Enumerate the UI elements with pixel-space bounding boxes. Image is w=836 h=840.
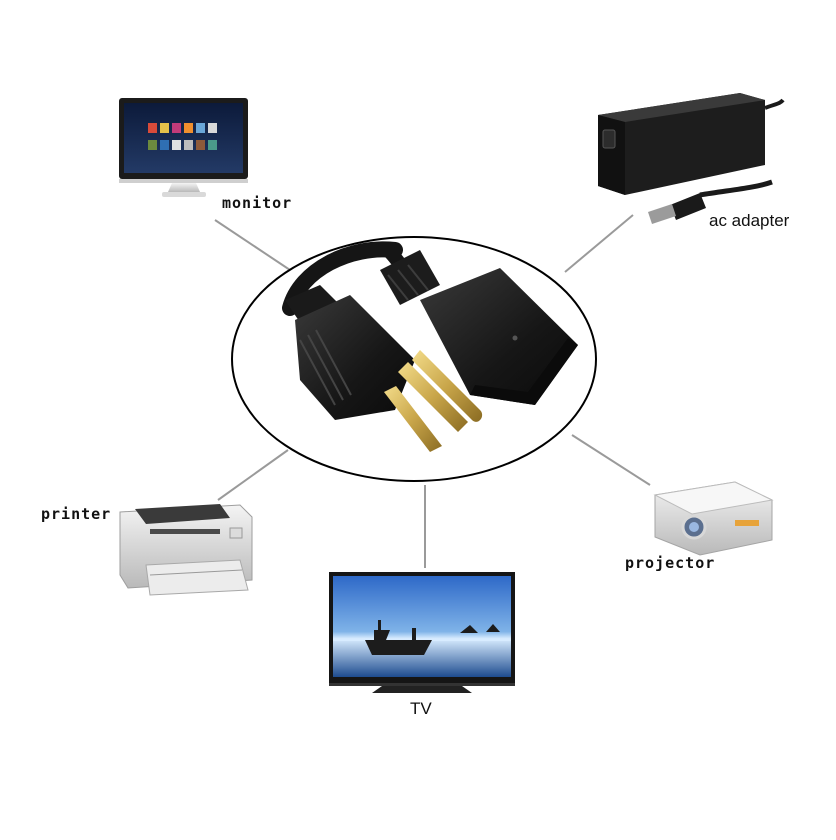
tv-icon (329, 572, 515, 693)
connector-line-printer (217, 449, 289, 501)
connector-lines (214, 214, 651, 568)
connector-line-adapter (564, 214, 634, 273)
printer-label: printer (41, 505, 112, 523)
connector-line-projector (571, 434, 651, 486)
monitor-icon (119, 98, 248, 197)
projector-label: projector (625, 554, 716, 572)
connector-line-monitor (214, 219, 291, 271)
printer-icon (119, 504, 253, 596)
ac-adapter-icon (598, 93, 785, 224)
ac-adapter-label: ac adapter (709, 211, 790, 230)
projector-icon (653, 481, 774, 556)
tv-label: TV (410, 699, 432, 718)
power-cord-icon (231, 236, 597, 482)
monitor-label: monitor (222, 194, 293, 212)
